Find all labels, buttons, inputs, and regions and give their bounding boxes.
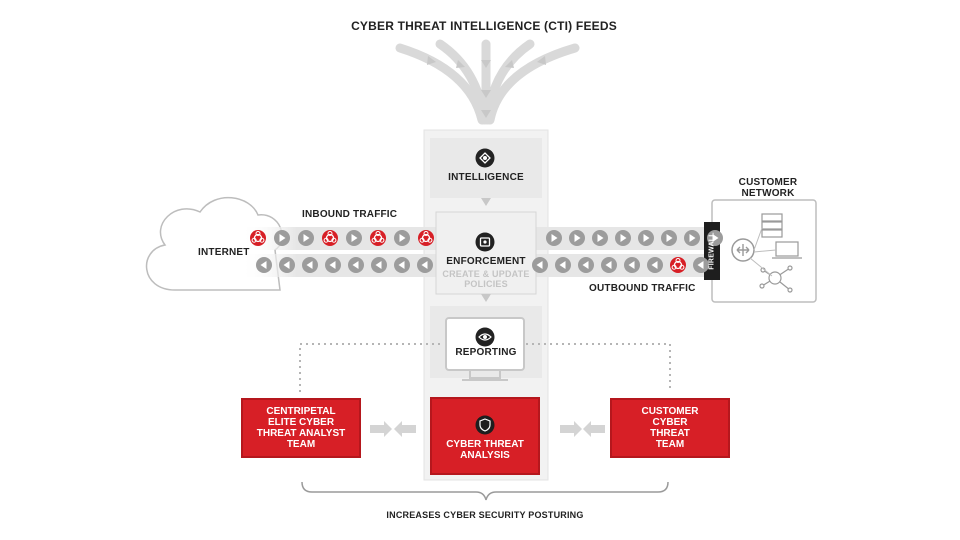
inbound-traffic-label: INBOUND TRAFFIC xyxy=(302,209,398,220)
centripetal-team-box: CENTRIPETAL ELITE CYBER THREAT ANALYST T… xyxy=(241,398,361,458)
customer-team-label: CUSTOMER CYBER THREAT TEAM xyxy=(641,406,699,450)
play-arrow-icon xyxy=(592,230,608,246)
server-icon xyxy=(761,213,783,238)
play-arrow-icon xyxy=(647,257,663,273)
centripetal-team-label: CENTRIPETAL ELITE CYBER THREAT ANALYST T… xyxy=(256,406,346,450)
feedback-dotted-line xyxy=(299,343,671,392)
play-arrow-icon xyxy=(684,230,700,246)
play-arrow-icon xyxy=(624,257,640,273)
cti-feed-chevrons xyxy=(427,56,546,118)
customer-network-label: CUSTOMER NETWORK xyxy=(738,177,798,199)
play-arrow-icon xyxy=(707,230,723,246)
play-arrow-icon xyxy=(615,230,631,246)
posturing-footer: INCREASES CYBER SECURITY POSTURING xyxy=(386,510,584,520)
biohazard-icon xyxy=(250,230,266,246)
enforcement-panel xyxy=(435,211,537,295)
play-arrow-icon xyxy=(693,257,709,273)
play-arrow-icon xyxy=(394,257,410,273)
router-icon xyxy=(731,238,755,262)
intelligence-icon xyxy=(475,148,495,168)
play-arrow-icon xyxy=(256,257,272,273)
team-connectors xyxy=(370,421,605,437)
play-arrow-icon xyxy=(417,257,433,273)
play-arrow-icon xyxy=(578,257,594,273)
play-arrow-icon xyxy=(569,230,585,246)
play-arrow-icon xyxy=(601,257,617,273)
enforcement-label: ENFORCEMENT xyxy=(446,256,526,267)
biohazard-icon xyxy=(418,230,434,246)
cti-feed-funnel xyxy=(395,39,580,125)
posturing-bracket xyxy=(301,481,669,501)
laptop-icon xyxy=(772,241,802,259)
play-arrow-icon xyxy=(302,257,318,273)
enforcement-sublabel: CREATE & UPDATE POLICIES xyxy=(442,269,530,289)
intelligence-panel xyxy=(430,138,542,198)
play-arrow-icon xyxy=(348,257,364,273)
play-arrow-icon xyxy=(346,230,362,246)
cyber-threat-analysis-label: CYBER THREAT ANALYSIS xyxy=(446,439,524,461)
play-arrow-icon xyxy=(638,230,654,246)
traffic-tokens xyxy=(250,230,723,273)
analysis-shield-icon xyxy=(475,415,495,435)
reporting-label: REPORTING xyxy=(455,347,517,358)
play-arrow-icon xyxy=(661,230,677,246)
play-arrow-icon xyxy=(274,230,290,246)
enforcement-icon xyxy=(475,232,495,252)
reporting-icon xyxy=(475,327,495,347)
intelligence-label: INTELLIGENCE xyxy=(448,172,524,183)
cyber-threat-analysis-box: CYBER THREAT ANALYSIS xyxy=(430,397,540,475)
play-arrow-icon xyxy=(371,257,387,273)
biohazard-icon xyxy=(322,230,338,246)
internet-label: INTERNET xyxy=(198,247,250,258)
cti-feeds-title: CYBER THREAT INTELLIGENCE (CTI) FEEDS xyxy=(351,19,617,33)
outbound-traffic-label: OUTBOUND TRAFFIC xyxy=(589,283,696,294)
play-arrow-icon xyxy=(532,257,548,273)
play-arrow-icon xyxy=(279,257,295,273)
play-arrow-icon xyxy=(394,230,410,246)
play-arrow-icon xyxy=(555,257,571,273)
play-arrow-icon xyxy=(325,257,341,273)
biohazard-icon xyxy=(370,230,386,246)
biohazard-icon xyxy=(670,257,686,273)
customer-team-box: CUSTOMER CYBER THREAT TEAM xyxy=(610,398,730,458)
firewall-label: FIREWALL xyxy=(708,232,716,270)
play-arrow-icon xyxy=(546,230,562,246)
play-arrow-icon xyxy=(298,230,314,246)
